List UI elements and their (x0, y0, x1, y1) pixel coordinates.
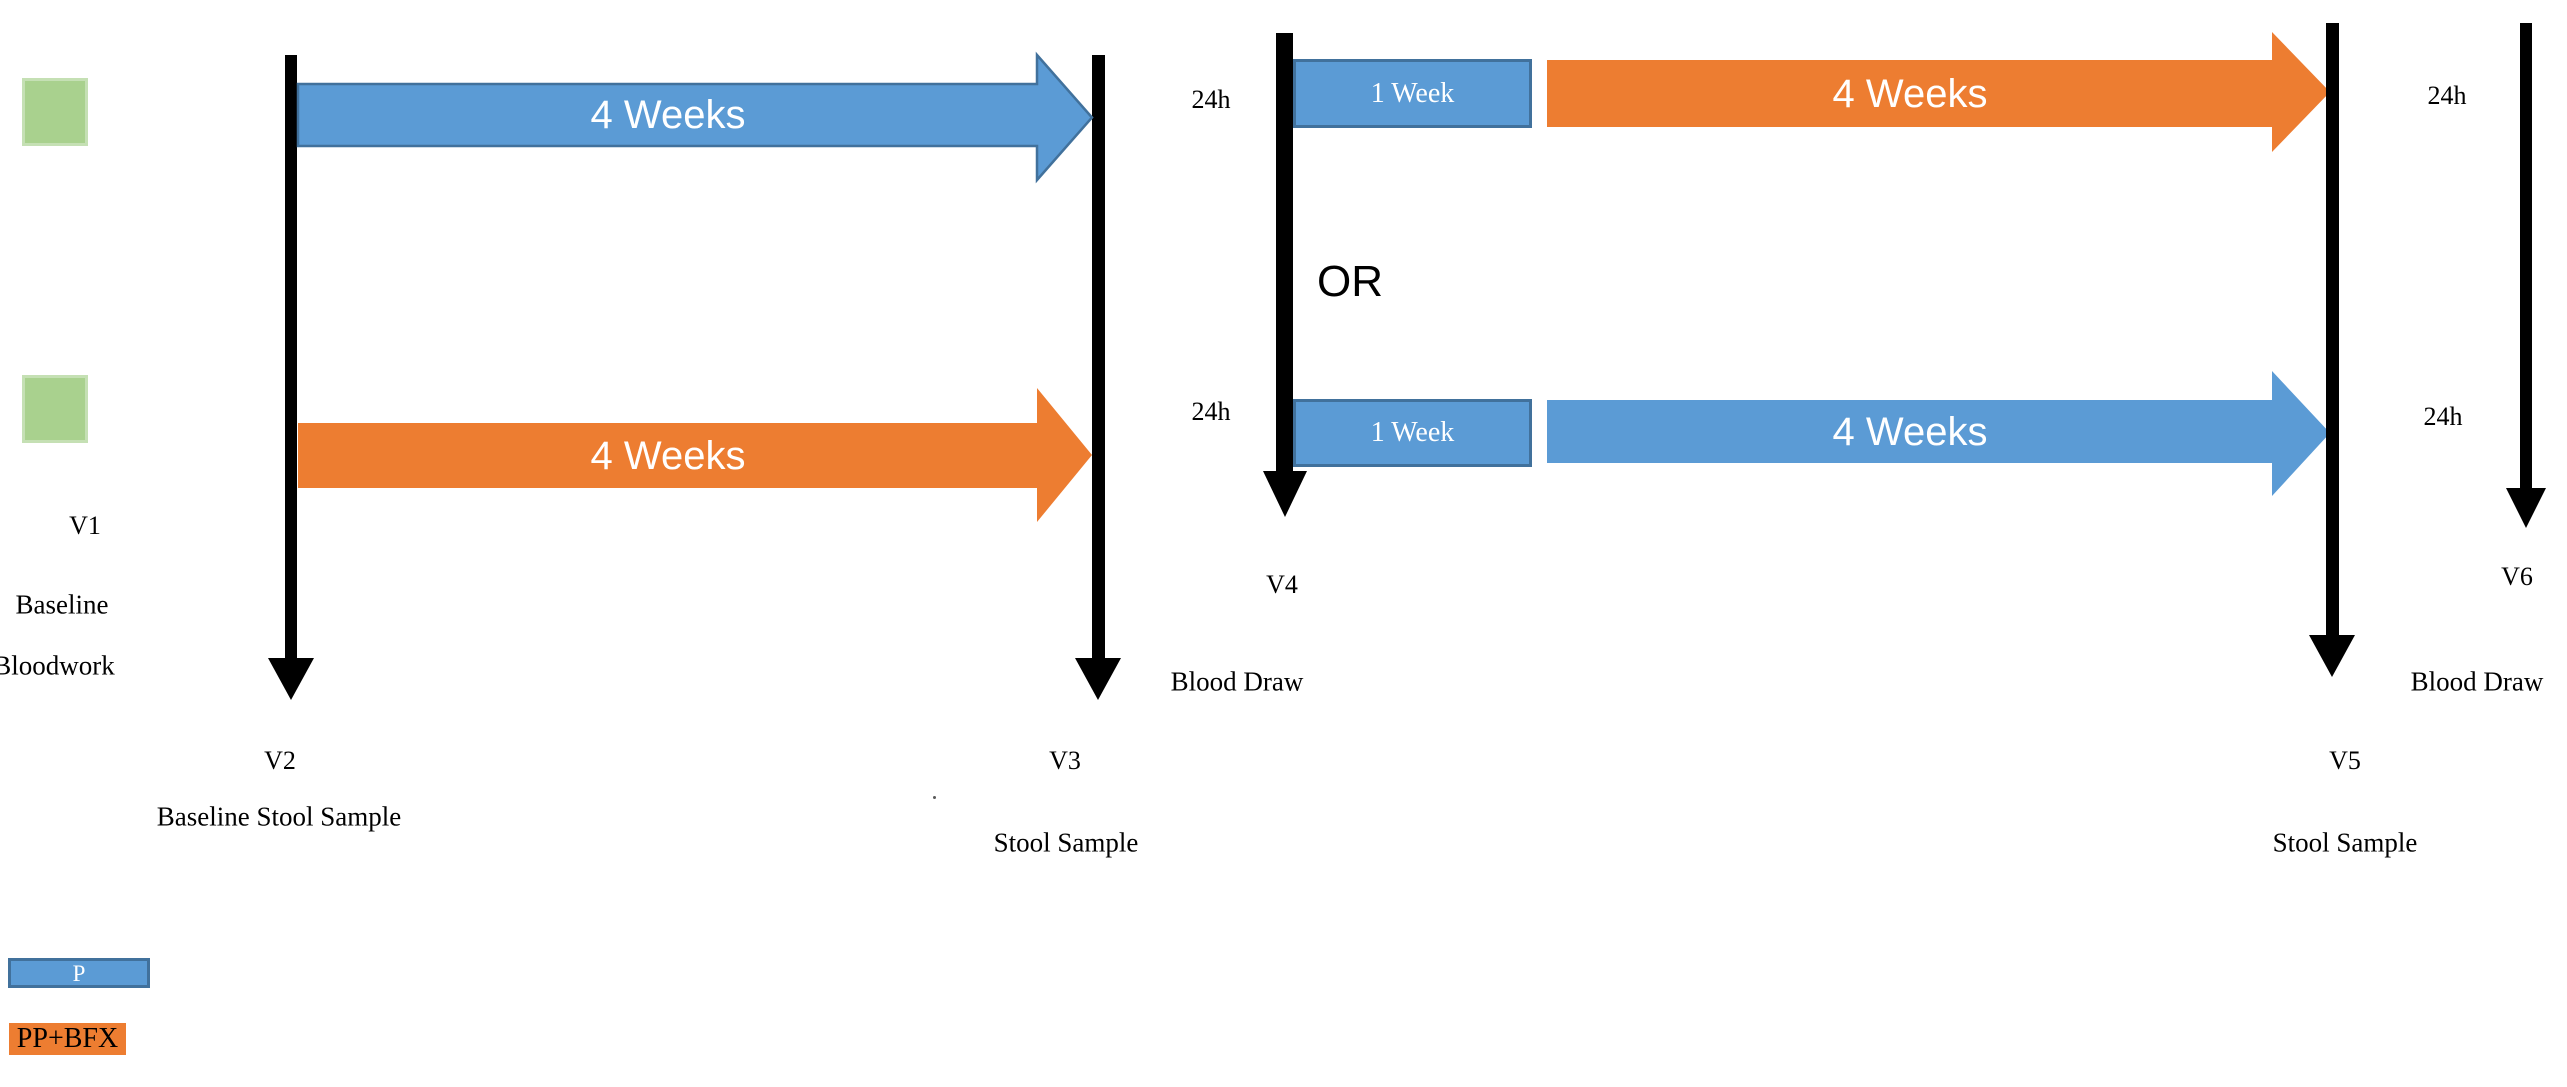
visit-v1-caption-line1: Baseline (15, 589, 109, 620)
crossover-bottom-washout-box: 1 Week (1293, 399, 1532, 467)
visit-v3-label: V3 (1049, 746, 1081, 775)
v2-timeline-arrow-icon (268, 55, 314, 700)
crossover-bottom-blue-treatment-arrow-icon (1547, 371, 2330, 496)
legend-item-p: P (8, 958, 150, 988)
visit-v1-caption-line2: Bloodwork (0, 650, 115, 681)
crossover-top-post-24h-label: 24h (2427, 81, 2467, 110)
legend-ppbfx-label: PP+BFX (16, 1023, 119, 1054)
v5-timeline-arrow-icon (2309, 23, 2355, 677)
v4-timeline-arrow-icon (1263, 33, 1307, 517)
phase1-blue-treatment-arrow-icon (296, 51, 1094, 184)
legend-item-ppbfx: PP+BFX (9, 1023, 126, 1055)
crossover-bottom-pre-24h-label: 24h (1191, 397, 1231, 426)
visit-v5-caption: Stool Sample (2272, 827, 2418, 858)
visit-v4-label: V4 (1266, 570, 1298, 599)
visit-v2-label: V2 (264, 746, 296, 775)
baseline-sample-square-icon (22, 78, 88, 146)
crossover-bottom-post-24h-label: 24h (2423, 402, 2463, 431)
v6-timeline-arrow-icon (2506, 23, 2546, 528)
crossover-bottom-arrow-label: 4 Weeks (1832, 410, 1988, 454)
phase1-orange-treatment-arrow-icon (298, 388, 1092, 522)
crossover-top-washout-label: 1 Week (1370, 77, 1455, 109)
visit-v6-caption: Blood Draw (2410, 666, 2544, 697)
crossover-top-orange-treatment-arrow-icon (1547, 32, 2330, 152)
crossover-top-arrow-label: 4 Weeks (1832, 72, 1988, 116)
phase1-orange-arrow-label: 4 Weeks (590, 434, 746, 478)
crossover-top-pre-24h-label: 24h (1191, 85, 1231, 114)
visit-v3-caption: Stool Sample (993, 827, 1139, 858)
crossover-top-washout-box: 1 Week (1293, 59, 1532, 128)
v3-timeline-arrow-icon (1075, 55, 1121, 700)
baseline-sample-square-icon (22, 375, 88, 443)
visit-v6-label: V6 (2501, 562, 2533, 591)
legend-p-label: P (72, 960, 86, 986)
stray-dot (933, 796, 936, 799)
phase1-blue-arrow-label: 4 Weeks (590, 93, 746, 137)
visit-v5-label: V5 (2329, 746, 2361, 775)
visit-v2-caption: Baseline Stool Sample (156, 801, 402, 832)
or-label: OR (1317, 257, 1383, 306)
visit-v4-caption: Blood Draw (1170, 666, 1304, 697)
crossover-bottom-washout-label: 1 Week (1370, 417, 1455, 448)
visit-v1-label: V1 (69, 511, 101, 540)
